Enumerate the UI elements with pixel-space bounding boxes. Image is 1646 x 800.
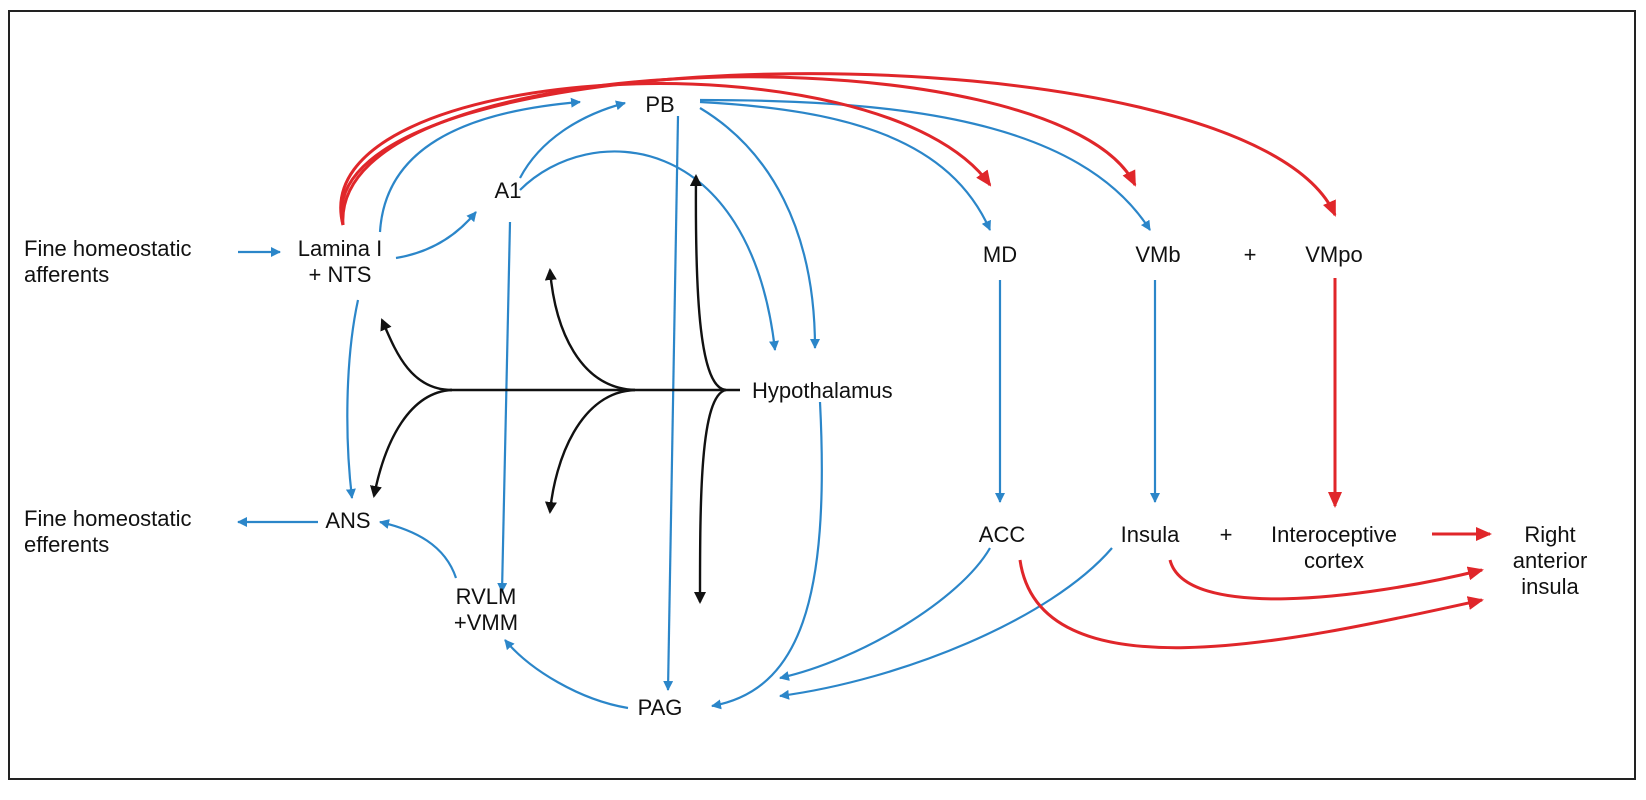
edge-a1-rvlm <box>497 221 512 593</box>
node-fine-afferents-line1: Fine homeostatic <box>24 236 192 261</box>
diagram-frame <box>8 10 1636 780</box>
node-pb: PB <box>645 92 675 117</box>
edge-insula-right-insula-red <box>1168 559 1484 601</box>
edge-a1-hypothalamus <box>519 150 779 351</box>
node-lamina-nts: Lamina I + NTS <box>298 236 382 288</box>
edge-a1-pb <box>519 100 626 179</box>
edge-lamina-pb <box>378 97 581 233</box>
edge-lamina-a1 <box>395 211 477 260</box>
node-acc: ACC <box>978 522 1026 547</box>
node-rvlm-vmm: RVLM +VMM <box>454 584 518 636</box>
edge-hypothalamus-pag <box>711 401 823 710</box>
edge-lamina-vmpo-red <box>340 72 1337 226</box>
node-a1: A1 <box>494 178 522 203</box>
node-rvlm-line2: +VMM <box>453 610 519 635</box>
edge-acc-right-insula-red <box>1018 559 1484 650</box>
node-vmb: VMb <box>1135 242 1181 267</box>
edge-pb-vmb <box>699 98 1151 231</box>
edge-pb-md <box>699 100 992 231</box>
node-ans: ANS <box>325 508 371 533</box>
node-right-insula-line1: Right <box>1524 522 1576 547</box>
edge-hyp-to-rvlm <box>544 388 636 514</box>
edge-hyp-to-ans <box>370 388 453 498</box>
node-lamina-line1: Lamina I <box>297 236 383 261</box>
node-interoceptive-line1: Interoceptive <box>1271 522 1397 547</box>
node-pag: PAG <box>637 695 683 720</box>
edge-hyp-to-lamina <box>380 318 453 392</box>
edge-rvlm-ans <box>379 519 458 579</box>
node-right-anterior-insula: Right anterior insula <box>1513 522 1588 600</box>
node-interoceptive-line2: cortex <box>1304 548 1364 573</box>
edge-pb-hypothalamus <box>699 107 820 349</box>
node-md: MD <box>982 242 1018 267</box>
node-vmpo: VMpo <box>1305 242 1363 267</box>
edge-lamina-ans <box>345 299 360 499</box>
node-fine-efferents-line1: Fine homeostatic <box>24 506 192 531</box>
edge-hyp-to-pb <box>689 174 727 392</box>
edge-lamina-vmb-red <box>341 75 1137 226</box>
edge-hyp-to-pag <box>694 388 727 604</box>
node-hypothalamus: Hypothalamus <box>752 378 893 403</box>
edge-pb-pag <box>663 115 680 691</box>
node-lamina-line2: + NTS <box>308 262 372 287</box>
edge-insula-pag <box>779 547 1113 700</box>
node-fine-afferents: Fine homeostatic afferents <box>24 236 192 288</box>
node-insula: Insula <box>1120 522 1180 547</box>
edge-acc-pag <box>779 547 991 681</box>
plus-sign-1: + <box>1243 242 1257 267</box>
plus-sign-2: + <box>1219 522 1233 547</box>
node-right-insula-line3: insula <box>1521 574 1579 599</box>
node-rvlm-line1: RVLM <box>455 584 517 609</box>
edge-pag-rvlm <box>504 639 629 710</box>
node-interoceptive-cortex: Interoceptive cortex <box>1271 522 1397 574</box>
node-fine-efferents: Fine homeostatic efferents <box>24 506 192 558</box>
edge-hyp-to-a1 <box>544 268 636 392</box>
node-right-insula-line2: anterior <box>1512 548 1588 573</box>
node-fine-afferents-line2: afferents <box>24 262 110 287</box>
node-fine-efferents-line2: efferents <box>24 532 110 557</box>
